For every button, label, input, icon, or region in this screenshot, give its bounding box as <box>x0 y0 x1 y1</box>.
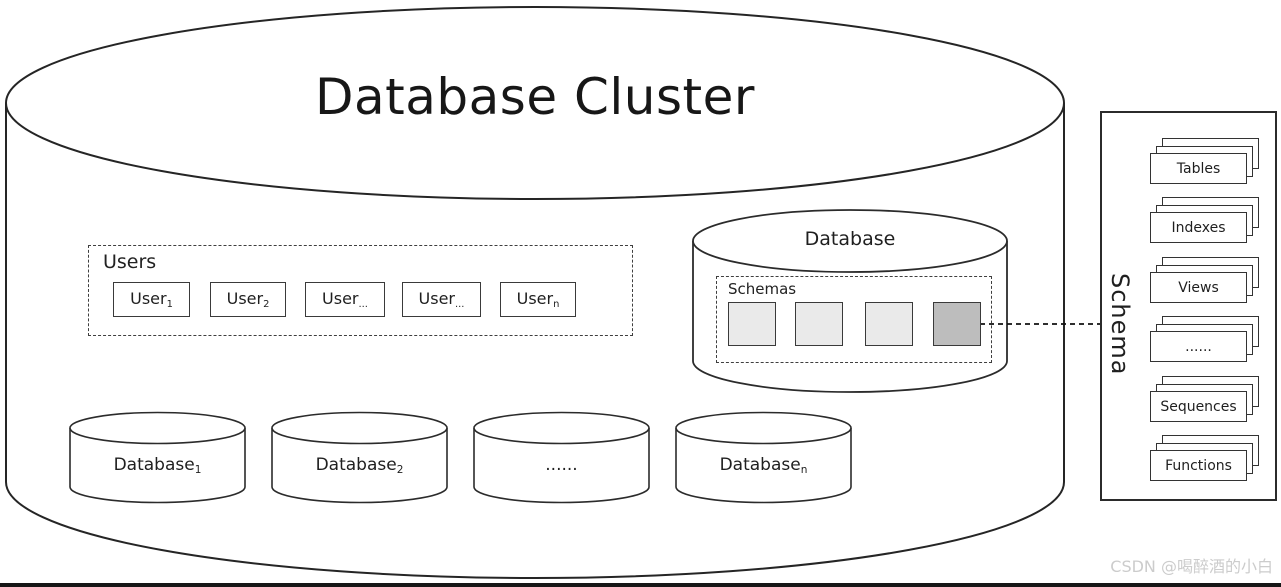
database1-label: Database1 <box>113 455 202 476</box>
database-cylinder-label: Database <box>804 228 896 250</box>
user-box-4: User... <box>402 282 481 317</box>
schema-square-2 <box>795 302 843 346</box>
functions-card: Functions <box>1150 450 1247 481</box>
databasen-label: Databasen <box>719 455 808 476</box>
schema-square-3 <box>865 302 913 346</box>
users-group-box <box>88 245 633 336</box>
sequences-card-stack: Sequences <box>1150 376 1262 424</box>
user-box-3-label: User... <box>322 289 368 310</box>
tables-card-stack: Tables <box>1150 138 1262 186</box>
watermark-text: CSDN @喝醉酒的小白 <box>1110 557 1273 576</box>
ellipsis-card-stack: ...... <box>1150 316 1262 364</box>
user-box-3: User... <box>305 282 385 317</box>
views-card-stack: Views <box>1150 257 1262 305</box>
user-box-5: Usern <box>500 282 576 317</box>
schema-panel-label: Schema <box>1106 273 1134 376</box>
user-box-2: User2 <box>210 282 286 317</box>
schema-square-selected <box>933 302 981 346</box>
database-ellipsis-cylinder <box>473 411 650 504</box>
functions-card-stack: Functions <box>1150 435 1262 483</box>
views-card: Views <box>1150 272 1247 303</box>
database1-cylinder <box>69 411 246 504</box>
sequences-card: Sequences <box>1150 391 1247 422</box>
user-box-1: User1 <box>113 282 190 317</box>
database2-cylinder <box>271 411 448 504</box>
user-box-4-label: User... <box>418 289 465 310</box>
indexes-card: Indexes <box>1150 212 1247 243</box>
indexes-card-stack: Indexes <box>1150 197 1262 245</box>
cluster-title: Database Cluster <box>315 68 755 126</box>
schemas-group-box <box>716 276 992 363</box>
tables-card: Tables <box>1150 153 1247 184</box>
database2-label: Database2 <box>315 455 404 476</box>
user-box-2-label: User2 <box>226 289 270 310</box>
user-box-5-label: Usern <box>516 289 560 310</box>
users-group-label: Users <box>103 251 157 273</box>
schemas-group-label: Schemas <box>728 280 797 298</box>
cluster-cylinder <box>5 6 1065 579</box>
schema-square-1 <box>728 302 776 346</box>
ellipsis-card: ...... <box>1150 331 1247 362</box>
database-cylinder <box>692 209 1008 393</box>
user-box-1-label: User1 <box>130 289 173 310</box>
bottom-border-bar <box>0 583 1281 587</box>
database-ellipsis-label: ...... <box>545 455 578 475</box>
databasen-cylinder <box>675 411 852 504</box>
